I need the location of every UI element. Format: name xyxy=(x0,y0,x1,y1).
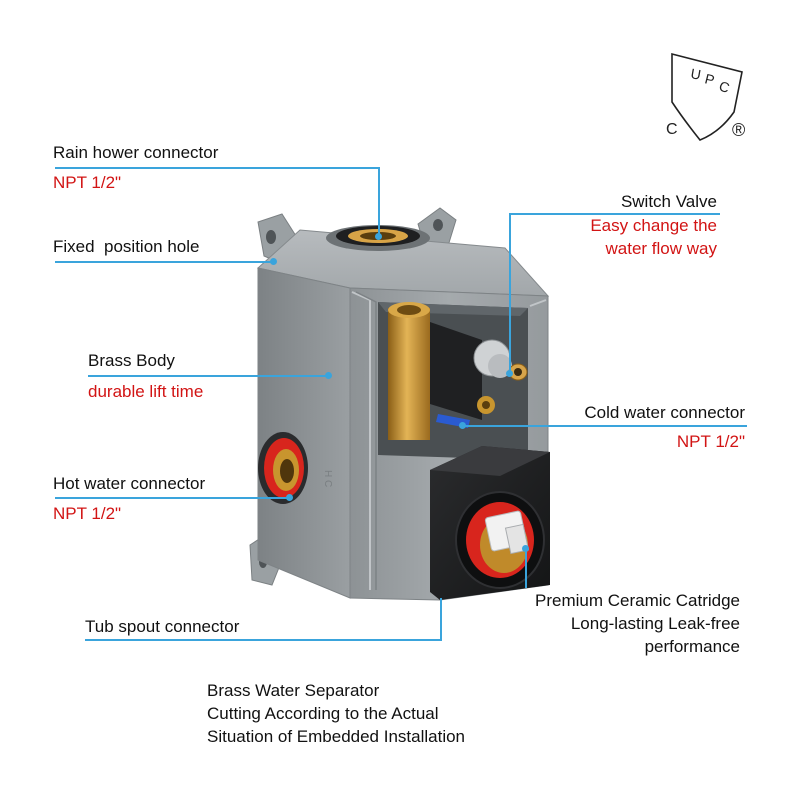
body-side-face xyxy=(257,267,351,599)
hot-water-spec: NPT 1/2" xyxy=(53,504,122,523)
ceramic-cartridge xyxy=(455,491,545,589)
tub-spout-label: Tub spout connector xyxy=(85,617,240,636)
leader-dot xyxy=(270,258,277,265)
leader-brass-body xyxy=(88,375,328,377)
hot-water-port xyxy=(258,432,308,504)
separator-note-line: Cutting According to the Actual xyxy=(207,704,439,723)
leader-dot xyxy=(375,233,382,240)
leader-tub-spout-rise xyxy=(440,598,442,641)
rain-shower-spec: NPT 1/2" xyxy=(53,173,122,192)
switch-valve-label: Switch Valve xyxy=(620,192,717,211)
svg-text:H C: H C xyxy=(322,470,333,487)
upc-certification-icon: U P C C ® xyxy=(666,52,745,141)
leader-switch-valve-drop xyxy=(509,213,511,373)
separator-note-line: Brass Water Separator xyxy=(207,681,380,700)
cold-water-spec: NPT 1/2" xyxy=(676,432,745,451)
switch-valve-spec-1: Easy change the xyxy=(590,216,717,235)
upc-letter: P xyxy=(703,70,716,88)
brass-body-internal xyxy=(388,308,430,440)
leader-dot xyxy=(325,372,332,379)
leader-switch-valve xyxy=(510,213,720,215)
leader-cartridge xyxy=(525,548,527,588)
cold-water-label: Cold water connector xyxy=(584,403,745,422)
leader-rain-shower-drop xyxy=(378,167,380,236)
rain-shower-label: Rain hower connector xyxy=(53,143,219,162)
fixed-hole-label: Fixed position hole xyxy=(53,237,200,256)
brass-body-spec: durable lift time xyxy=(88,382,204,401)
leader-dot xyxy=(522,545,529,552)
cartridge-label-3: performance xyxy=(644,637,740,656)
separator-note: Brass Water Separator Cutting According … xyxy=(207,679,465,748)
leader-dot xyxy=(459,422,466,429)
brass-body-label: Brass Body xyxy=(88,351,175,370)
switch-valve-spec-2: water flow way xyxy=(605,239,717,258)
leader-tub-spout xyxy=(85,639,442,641)
leader-cold-water xyxy=(462,425,747,427)
registered-mark: ® xyxy=(732,120,745,140)
upc-c-mark: C xyxy=(666,121,678,138)
cartridge-label-2: Long-lasting Leak-free xyxy=(570,614,740,633)
cartridge-label-1: Premium Ceramic Catridge xyxy=(535,591,740,610)
upc-letter: U xyxy=(689,65,702,83)
hot-water-label: Hot water connector xyxy=(53,474,206,493)
leader-fixed-hole xyxy=(55,261,275,263)
leader-dot xyxy=(286,494,293,501)
leader-hot-water xyxy=(55,497,290,499)
separator-note-line: Situation of Embedded Installation xyxy=(207,727,466,746)
leader-dot xyxy=(506,370,513,377)
leader-rain-shower xyxy=(55,167,380,169)
upc-letter: C xyxy=(717,78,732,96)
